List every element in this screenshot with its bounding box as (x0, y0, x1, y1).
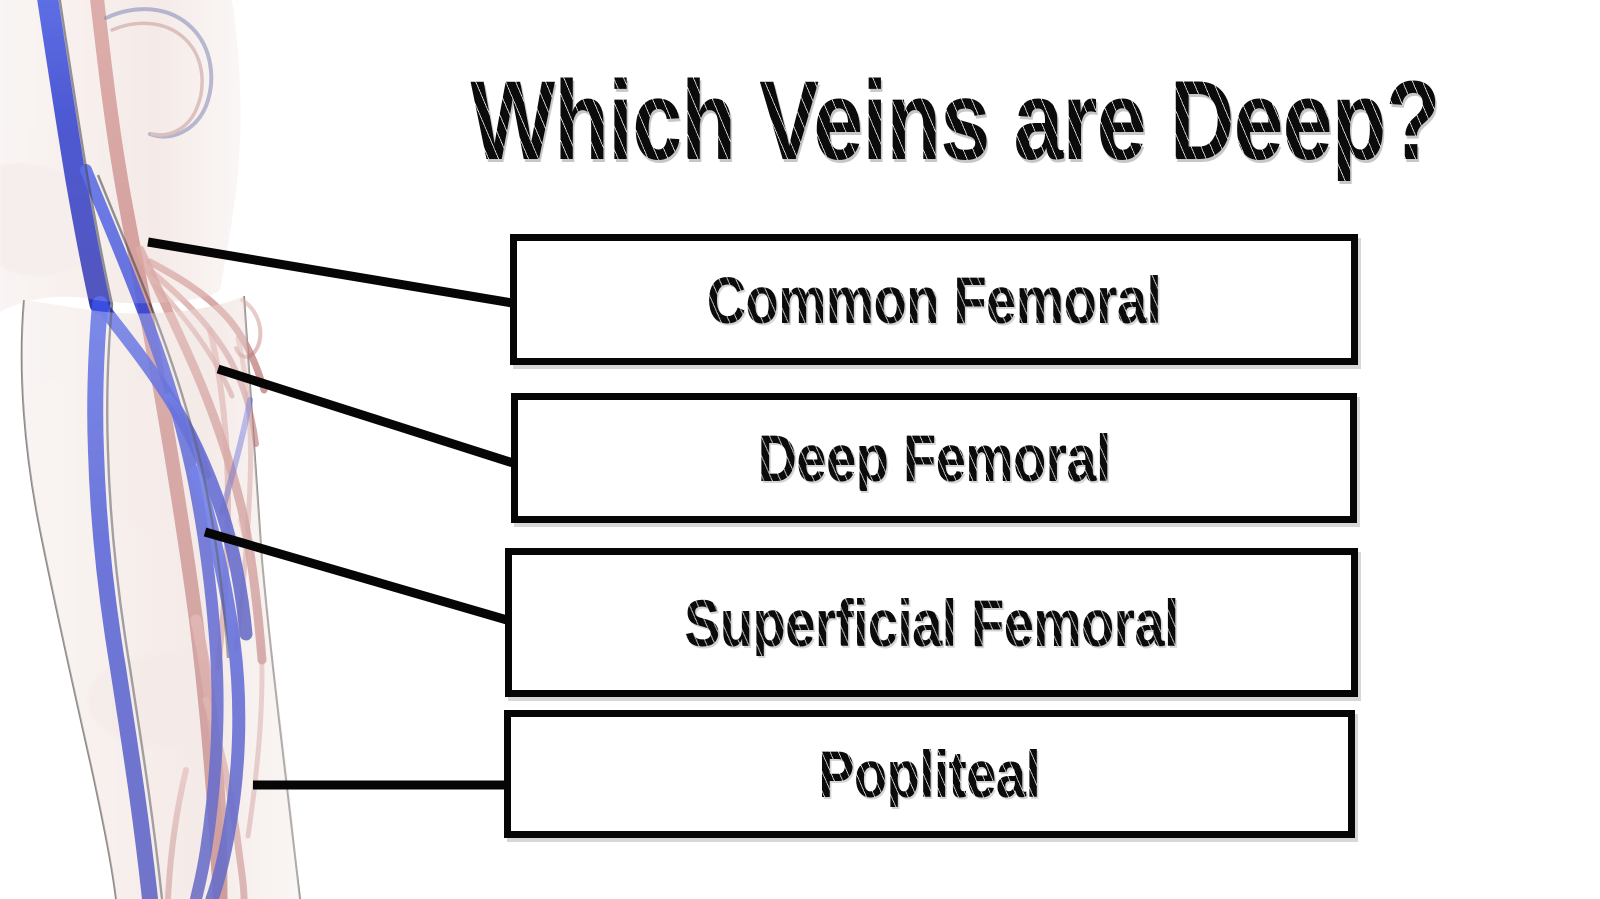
label-box-superficial-femoral[interactable]: Superficial Femoral (505, 548, 1358, 697)
label-box-popliteal[interactable]: Popliteal (504, 710, 1355, 838)
leg-vasculature-illustration (0, 0, 340, 899)
pelvic-vessel-loop (104, 7, 214, 139)
veins (37, 0, 253, 899)
label-box-common-femoral[interactable]: Common Femoral (510, 234, 1358, 365)
page-title: Which Veins are Deep? (455, 61, 1455, 181)
label-text-popliteal: Popliteal (818, 737, 1041, 811)
label-box-deep-femoral[interactable]: Deep Femoral (511, 393, 1357, 523)
label-text-deep-femoral: Deep Femoral (757, 421, 1111, 495)
skin-overlay (0, 0, 300, 899)
label-text-superficial-femoral: Superficial Femoral (684, 585, 1179, 660)
label-text-common-femoral: Common Femoral (706, 262, 1162, 337)
